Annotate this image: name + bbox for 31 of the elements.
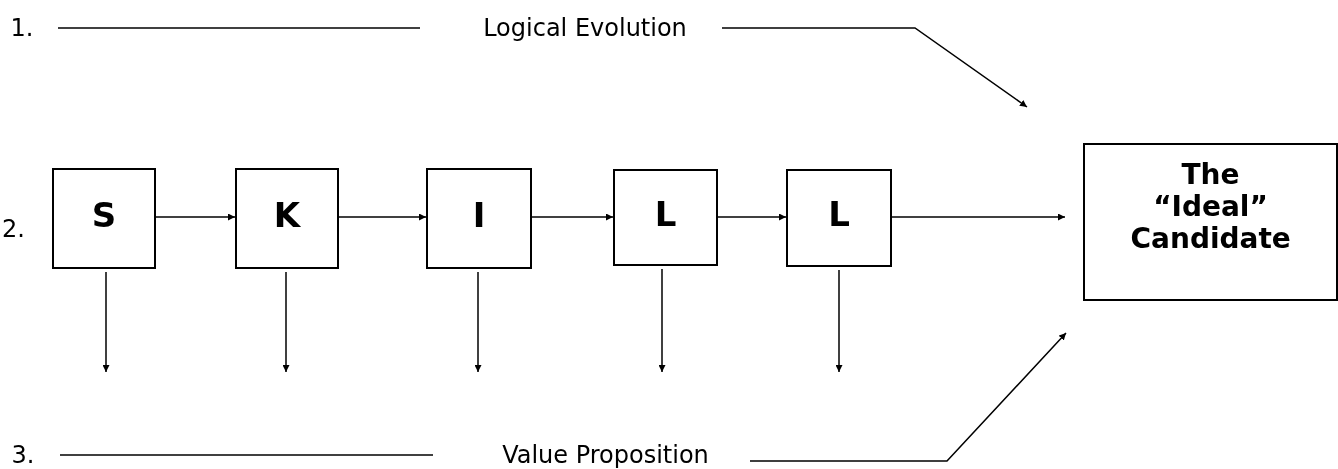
letter-box <box>426 168 532 269</box>
target-box <box>1083 143 1338 301</box>
arrow <box>717 213 787 221</box>
box-label: S <box>91 194 117 235</box>
label-text: 3. <box>11 441 35 469</box>
arrow <box>338 213 427 221</box>
arrow <box>835 269 843 373</box>
box-label: I <box>472 194 486 235</box>
letter-box <box>786 169 892 267</box>
arrow <box>749 332 1067 462</box>
letter-box <box>235 168 339 269</box>
label-text: Logical Evolution <box>483 14 687 42</box>
box-label: L <box>654 193 677 234</box>
box-label: The “Ideal” Candidate <box>1130 158 1291 256</box>
arrow <box>658 268 666 373</box>
box-label: K <box>273 194 301 235</box>
connector-line <box>59 454 434 456</box>
arrow <box>531 213 614 221</box>
arrow <box>282 271 290 373</box>
box-label: L <box>828 194 850 234</box>
connector-line <box>57 27 421 29</box>
letter-box <box>613 169 718 266</box>
arrow <box>891 213 1066 221</box>
arrow <box>155 213 236 221</box>
letter-box <box>52 168 156 269</box>
arrow <box>102 271 110 373</box>
label-text: Value Proposition <box>502 441 709 469</box>
row-number: 2. <box>2 215 25 243</box>
arrow <box>721 27 1028 108</box>
label-text: 1. <box>10 14 34 42</box>
arrow <box>474 271 482 373</box>
